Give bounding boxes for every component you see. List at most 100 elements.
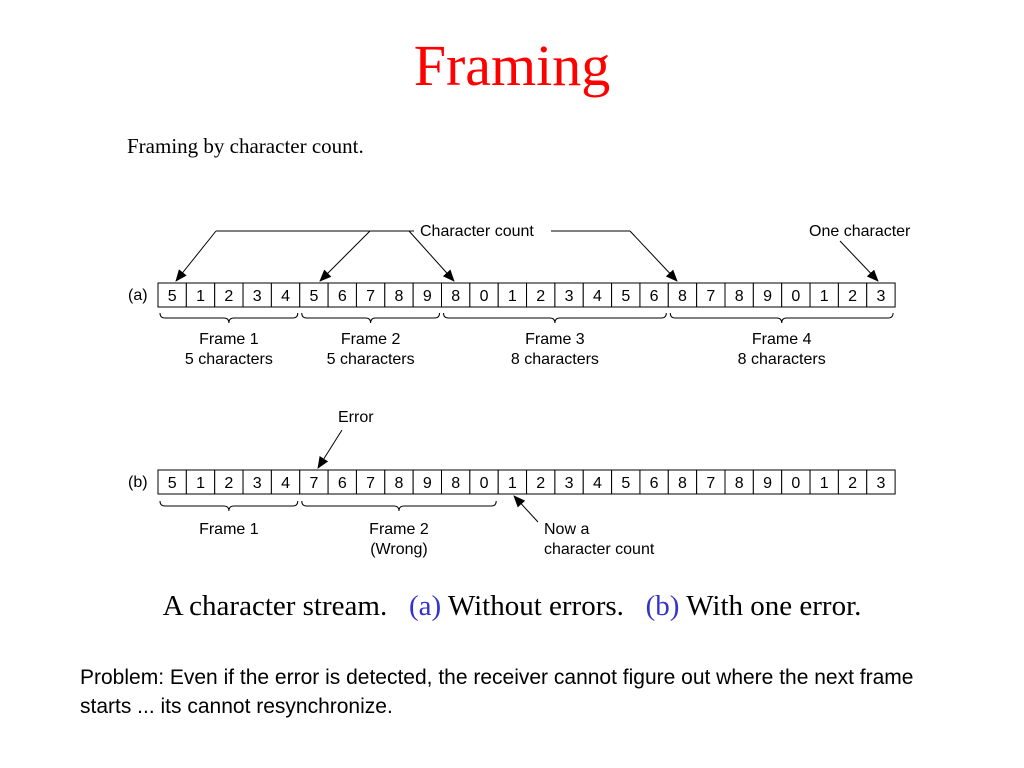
char-cell-value: 7 [706, 475, 715, 492]
char-cell [752, 469, 783, 495]
char-cell [526, 469, 556, 495]
char-cell-value: 6 [650, 288, 659, 305]
char-cell [611, 282, 641, 308]
char-cell [327, 282, 357, 308]
char-cell-value: 5 [621, 288, 630, 305]
frame-name: Frame 2 [341, 331, 401, 348]
frame-detail: 8 characters [511, 351, 599, 368]
char-cell [837, 469, 868, 495]
char-cell-value: 9 [423, 288, 432, 305]
char-cell-value: 1 [508, 475, 517, 492]
frame-brace [159, 312, 299, 324]
caption-label-b: (b) [645, 590, 680, 622]
figure-caption: A character stream. (a) Without errors. … [0, 588, 1024, 624]
char-cell-value: 4 [281, 475, 290, 492]
char-cell-value: 3 [253, 475, 262, 492]
arrow-to-new-count [513, 495, 539, 523]
char-cell-value: 0 [791, 475, 800, 492]
row-a-frames: Frame 1 5 characters Frame 2 5 characters Fr… [159, 312, 894, 368]
frame-name: Frame 4 [752, 331, 812, 348]
frame-name: Frame 1 [199, 331, 259, 348]
char-cell [639, 282, 669, 308]
char-cell [469, 282, 499, 308]
char-cell-value: 1 [820, 288, 829, 305]
now-character-count-annotation: character count [544, 541, 655, 558]
char-cell [667, 469, 698, 495]
char-cell-value: 0 [791, 288, 800, 305]
frame-brace [443, 312, 667, 324]
char-cell-value: 6 [338, 475, 347, 492]
char-cell [412, 282, 442, 308]
character-count-annotation: Character count [420, 223, 534, 240]
frame-brace [669, 312, 894, 324]
frame-detail: 5 characters [185, 351, 273, 368]
char-cell [384, 282, 414, 308]
char-cell-value: 2 [848, 475, 857, 492]
char-cell [355, 282, 386, 308]
char-cell [497, 469, 528, 495]
char-cell-value: 4 [281, 288, 290, 305]
char-cell-value: 3 [876, 288, 885, 305]
char-cell [497, 282, 528, 308]
figure-subtitle: Framing by character count. [127, 134, 364, 158]
char-cell [157, 469, 187, 495]
frame-name: Frame 2 [369, 521, 429, 538]
char-cell-value: 3 [565, 288, 574, 305]
char-cell-value: 1 [196, 288, 205, 305]
char-cell-value: 7 [309, 475, 318, 492]
char-cell-value: 8 [395, 288, 404, 305]
arrow-to-frame3-count [408, 230, 455, 282]
char-cell [526, 282, 556, 308]
char-cell-value: 7 [706, 288, 715, 305]
char-cell-value: 1 [508, 288, 517, 305]
char-cell-value: 2 [224, 288, 233, 305]
char-cell [781, 282, 811, 308]
char-cell [157, 282, 187, 308]
arrow-to-frame4-count [629, 230, 678, 282]
char-cell-value: 8 [451, 288, 460, 305]
char-cell [866, 469, 896, 495]
row-b-label: (b) [128, 474, 148, 491]
char-cell-value: 2 [536, 288, 545, 305]
frame-name: Frame 3 [525, 331, 585, 348]
char-cell-value: 8 [451, 475, 460, 492]
char-cell-value: 2 [536, 475, 545, 492]
char-cell-value: 3 [253, 288, 262, 305]
char-cell-value: 8 [395, 475, 404, 492]
arrow-to-one-character [839, 240, 879, 282]
char-cell-value: 9 [763, 288, 772, 305]
char-cell-value: 3 [565, 475, 574, 492]
char-cell-value: 9 [763, 475, 772, 492]
caption-text-without-errors: Without errors. [447, 590, 624, 622]
char-cell [242, 469, 272, 495]
char-cell-value: 3 [876, 475, 885, 492]
frame-brace [301, 500, 497, 512]
char-cell-value: 4 [593, 475, 602, 492]
char-cell-value: 0 [480, 288, 489, 305]
char-cell-value: 2 [224, 475, 233, 492]
char-cell [441, 282, 471, 308]
char-cell [299, 469, 329, 495]
char-cell-value: 8 [735, 475, 744, 492]
char-cell-value: 6 [338, 288, 347, 305]
char-cell [696, 469, 726, 495]
char-cell [270, 282, 301, 308]
char-cell-value: 9 [423, 475, 432, 492]
char-cell [299, 282, 329, 308]
char-cell-value: 4 [593, 288, 602, 305]
slide-title: Framing [413, 33, 611, 98]
problem-statement: Problem: Even if the error is detected, … [80, 666, 914, 718]
frame-brace [301, 312, 440, 324]
arrow-to-frame2-count [319, 230, 371, 282]
char-cell-value: 6 [650, 475, 659, 492]
frame-detail: 8 characters [738, 351, 826, 368]
frame-detail: 5 characters [327, 351, 415, 368]
arrow-to-frame1-count [175, 230, 217, 282]
char-cell [611, 469, 641, 495]
now-a-annotation: Now a [544, 521, 589, 538]
char-cell-value: 7 [366, 288, 375, 305]
char-cell-value: 5 [168, 475, 177, 492]
char-cell [809, 469, 839, 495]
char-cell-value: 8 [678, 475, 687, 492]
